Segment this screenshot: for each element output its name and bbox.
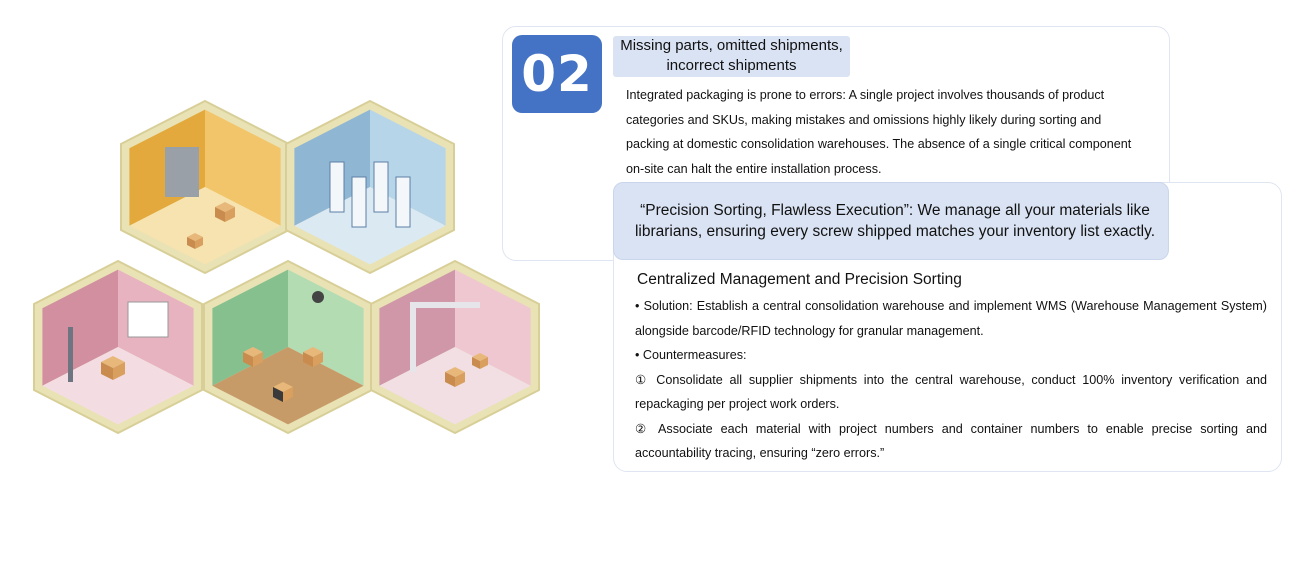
server-rack-icon xyxy=(395,176,411,228)
solution-heading: Centralized Management and Precision Sor… xyxy=(637,271,962,288)
gantry-sorting-room xyxy=(370,259,540,435)
warehouse-illustration xyxy=(33,99,540,435)
server-rack-icon xyxy=(351,176,367,228)
box-side xyxy=(195,237,203,249)
box-side xyxy=(480,357,488,369)
box-side xyxy=(101,362,113,380)
box-side xyxy=(445,372,455,387)
room-right-wall xyxy=(288,269,364,386)
room-right-wall xyxy=(205,109,281,226)
room-right-wall xyxy=(370,109,446,226)
quote-text: “Precision Sorting, Flawless Execution”:… xyxy=(634,202,1156,240)
box-side xyxy=(243,352,253,367)
robot-arm-room xyxy=(33,259,203,435)
room-right-wall xyxy=(455,269,531,386)
countermeasures-label: • Countermeasures: xyxy=(635,348,747,362)
drone-shelving-room xyxy=(203,259,373,435)
box-side xyxy=(283,387,293,402)
box-side xyxy=(187,237,195,249)
server-rack-icon xyxy=(373,161,389,213)
problem-title-line-2: incorrect shipments xyxy=(666,57,797,74)
box-side xyxy=(455,372,465,387)
machine-icon xyxy=(165,147,199,197)
room-floor xyxy=(42,347,194,425)
box-side xyxy=(113,362,125,380)
section-number-badge: 02 xyxy=(512,35,602,113)
box-side xyxy=(215,207,225,222)
countermeasure-1: ① Consolidate all supplier shipments int… xyxy=(635,372,1267,412)
box-side xyxy=(253,352,263,367)
box-side xyxy=(225,207,235,222)
box-side xyxy=(313,352,323,367)
box-side xyxy=(472,357,480,369)
server-rack-icon xyxy=(329,161,345,213)
problem-title-line-1: Missing parts, omitted shipments, xyxy=(620,37,843,54)
gantry-beam xyxy=(410,302,480,308)
solution-text: • Solution: Establish a central consolid… xyxy=(635,299,1267,338)
box-side xyxy=(303,352,313,367)
room-left-wall xyxy=(379,269,455,386)
problem-title: Missing parts, omitted shipments, incorr… xyxy=(613,36,850,77)
box-side xyxy=(273,387,283,402)
quote-box: “Precision Sorting, Flawless Execution”:… xyxy=(613,182,1169,260)
whiteboard-icon xyxy=(127,301,169,338)
room-floor xyxy=(129,187,281,265)
drone-icon xyxy=(312,291,324,303)
solution-list: • Solution: Establish a central consolid… xyxy=(635,294,1267,466)
server-rack-room xyxy=(285,99,455,275)
problem-description: Integrated packaging is prone to errors:… xyxy=(626,88,1132,176)
countermeasure-2: ② Associate each material with project n… xyxy=(635,421,1267,461)
room-left-wall xyxy=(212,269,288,386)
packing-room xyxy=(120,99,290,275)
gantry-icon xyxy=(410,302,416,372)
room-left-wall xyxy=(42,269,118,386)
robot-arm-icon xyxy=(68,327,73,382)
